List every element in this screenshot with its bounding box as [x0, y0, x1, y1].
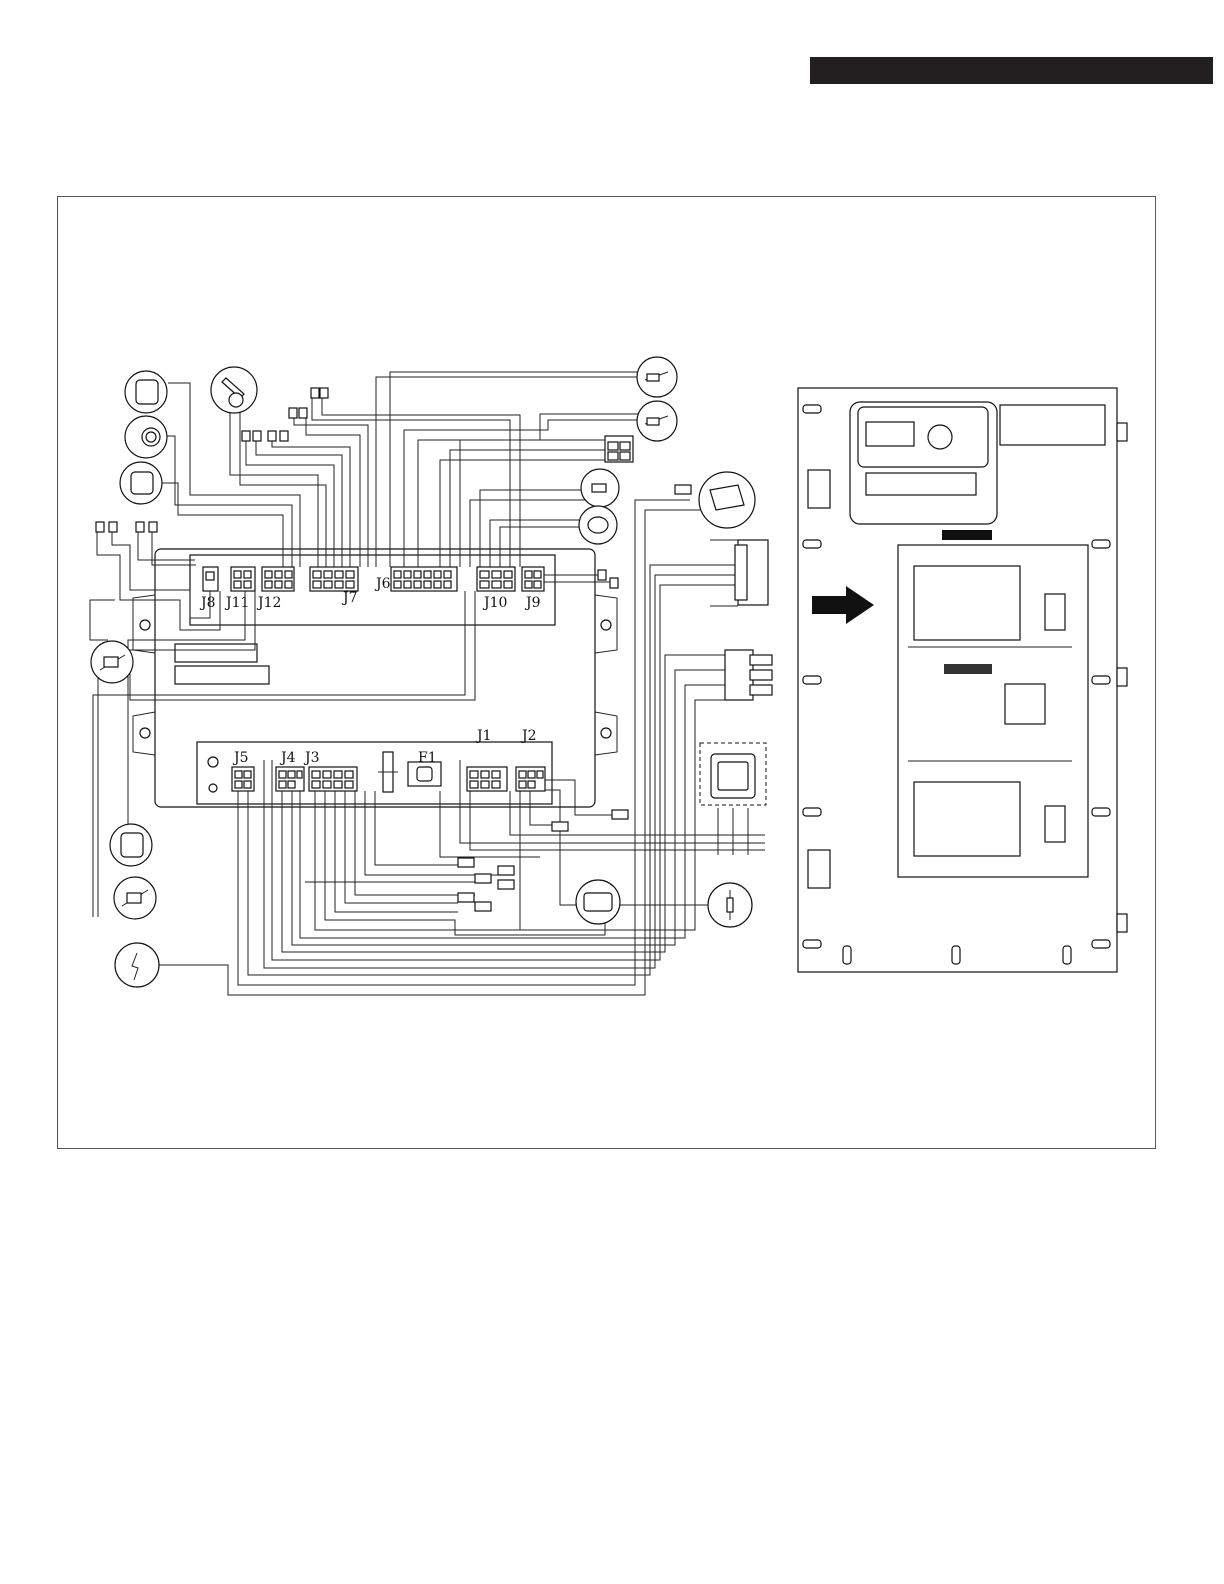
label-j11: J11: [224, 595, 249, 611]
thermistor-2: [637, 401, 677, 441]
limit-switch: [579, 506, 617, 544]
label-j8: J8: [199, 595, 216, 611]
gas-valve: [576, 880, 620, 924]
cabinet-panel: [798, 388, 1127, 972]
connector-j11: [231, 567, 255, 591]
connector-j1: [467, 767, 507, 791]
pressure-switch-3: [110, 824, 152, 866]
connector-j3: [309, 767, 357, 791]
connector-j5: [232, 767, 254, 791]
mounting-ear-right-top: [595, 595, 617, 653]
connector-j6: [391, 567, 457, 591]
connector-j7: [310, 567, 358, 591]
connector-j9: [522, 567, 544, 591]
label-j6: J6: [374, 576, 391, 592]
transformer-plug: [710, 540, 768, 606]
flame-rod-left: [115, 943, 159, 987]
gas-valve-knob: [125, 416, 167, 458]
connector-j12: [262, 567, 294, 591]
pressure-switch-1: [125, 371, 167, 413]
pressure-switch-2: [120, 462, 162, 504]
connector-j4: [276, 767, 304, 791]
thermistor-3: [581, 469, 619, 507]
label-j3: J3: [303, 750, 320, 766]
label-j9: J9: [524, 595, 541, 611]
label-j10: J10: [482, 595, 507, 611]
flame-rod-right: [708, 883, 752, 927]
power-switch: [700, 743, 766, 805]
connector-j10: [477, 567, 515, 591]
connector-j8: [203, 567, 218, 591]
mounting-ear-left-bottom: [133, 712, 155, 755]
mounting-ear-left-top: [133, 595, 155, 653]
sensor-left: [91, 641, 133, 683]
label-j7: J7: [341, 590, 358, 606]
plug-connector: [605, 436, 633, 462]
label-j1: J1: [475, 728, 492, 744]
label-j12: J12: [256, 595, 281, 611]
flow-sensor: [211, 367, 257, 413]
label-j2: J2: [520, 728, 537, 744]
sensor-bottom: [114, 877, 156, 919]
igniter-plug: [699, 472, 755, 528]
mounting-ear-right-bottom: [595, 712, 617, 755]
label-f1: F1: [418, 750, 437, 766]
connector-j2: [516, 767, 545, 791]
thermistor-1: [637, 357, 677, 397]
power-plug: [725, 650, 772, 700]
label-j4: J4: [279, 750, 296, 766]
label-j5: J5: [232, 750, 249, 766]
